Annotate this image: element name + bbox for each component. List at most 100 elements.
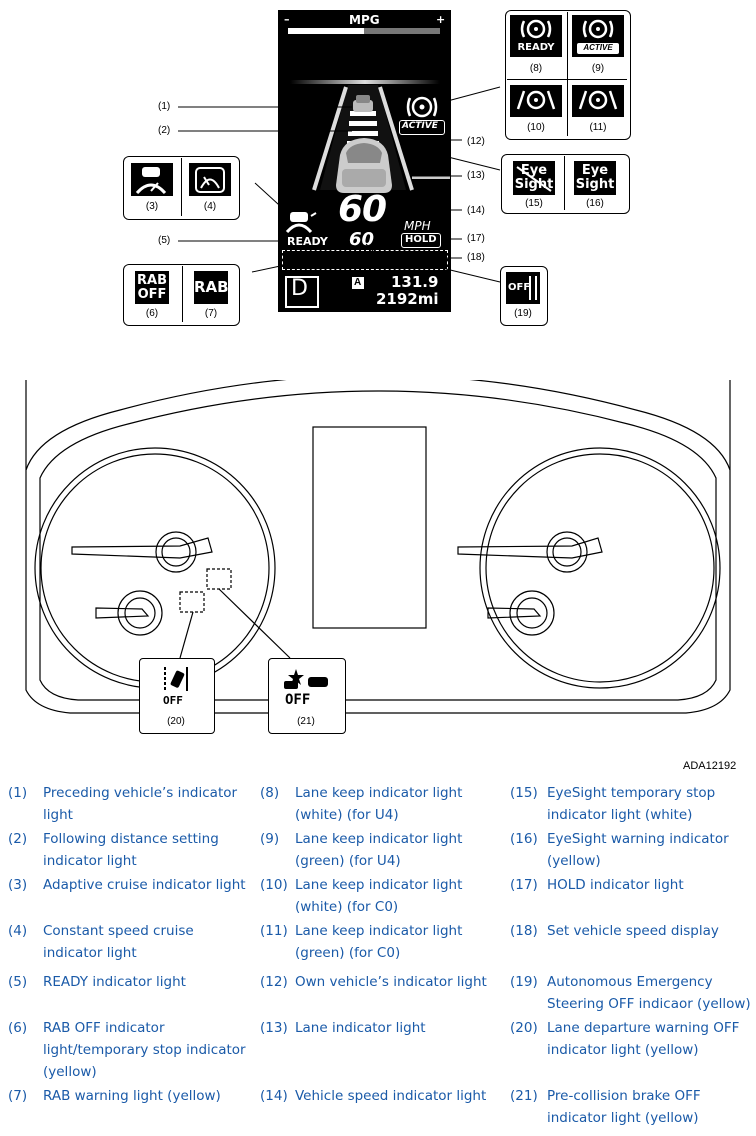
instrument-cluster [25, 380, 731, 714]
warning-info-area [282, 250, 448, 270]
speed-unit: MPH [404, 219, 431, 233]
caption-3: (3) [145, 201, 159, 212]
legend-text: Lane keep indicator light (white) (for C… [295, 877, 463, 915]
mpg-plus: + [436, 13, 446, 26]
mpg-gauge-bar [288, 28, 440, 34]
legend-number: (12) [260, 974, 288, 990]
pre-collision-off-icon [284, 669, 328, 689]
legend-text: Own vehicle’s indicator light [295, 974, 487, 990]
mpg-minus: – [284, 13, 290, 26]
divider [507, 79, 627, 80]
legend-number: (2) [8, 831, 28, 847]
callout-2: (2) [158, 125, 171, 136]
caption-21: (21) [297, 716, 315, 727]
callout-13: (13) [467, 170, 485, 181]
lane-departure-off-icon-box [139, 658, 215, 734]
eyesight-line1: Eye [581, 163, 609, 178]
divider [567, 12, 568, 136]
legend-number: (4) [8, 923, 28, 939]
rab-line1: RAB [137, 273, 167, 288]
caption-20: (20) [167, 716, 185, 727]
legend-number: (6) [8, 1020, 28, 1036]
preceding-vehicle-icon [353, 95, 373, 112]
legend-text: Adaptive cruise indicator light [43, 877, 246, 893]
lane-departure-off-label: OFF [163, 694, 183, 707]
callout-12: (12) [467, 136, 485, 147]
caption-16: (16) [586, 198, 604, 209]
legend-number: (10) [260, 877, 288, 893]
legend-number: (17) [510, 877, 538, 893]
caption-6: (6) [145, 308, 159, 319]
legend-text: Following distance setting indicator lig… [43, 831, 219, 869]
legend-text: READY indicator light [43, 974, 186, 990]
figure-code: ADA12192 [683, 760, 737, 772]
caption-10: (10) [527, 122, 545, 133]
eyesight-line2: Sight [514, 177, 554, 192]
callout-17: (17) [467, 233, 485, 244]
legend-number: (8) [260, 785, 280, 801]
aes-off-label: OFF [508, 282, 531, 293]
active-badge [399, 120, 445, 135]
strike-icon [516, 166, 552, 192]
callout-14: (14) [467, 205, 485, 216]
divider [564, 156, 565, 210]
lane-indicator-line [412, 176, 450, 179]
own-vehicle-icon [336, 138, 392, 193]
legend-number: (13) [260, 1020, 288, 1036]
legend-number: (5) [8, 974, 28, 990]
caption-9: (9) [591, 63, 605, 74]
legend-text: Preceding vehicle’s indicator light [43, 785, 238, 823]
trip-letter: A [354, 277, 362, 288]
lane-keep-active-label: ACTIVE [583, 43, 613, 52]
caption-7: (7) [204, 308, 218, 319]
legend-number: (3) [8, 877, 28, 893]
lane-keep-c0-green-icon [572, 85, 624, 117]
legend-number: (16) [510, 831, 538, 847]
lane-keep-ready-label: READY [517, 42, 555, 53]
legend-text: Autonomous Emergency Steering OFF indica… [547, 974, 751, 1012]
legend-number: (9) [260, 831, 280, 847]
trip-value: 131.9 [391, 273, 439, 291]
legend-number: (15) [510, 785, 538, 801]
legend-number: (21) [510, 1088, 538, 1104]
trip-letter-box [352, 277, 364, 289]
legend-text: Set vehicle speed display [547, 923, 719, 939]
callout-lines [178, 86, 501, 283]
legend-number: (1) [8, 785, 28, 801]
vehicle-speed: 60 [338, 189, 387, 230]
legend-number: (18) [510, 923, 538, 939]
rab-line2: OFF [137, 287, 167, 302]
odometer: 2192mi [376, 290, 439, 308]
divider [181, 158, 182, 216]
gear-indicator: D [291, 276, 308, 301]
hold-label: HOLD [405, 234, 437, 245]
legend-text: Pre-collision brake OFF indicator light … [547, 1088, 701, 1126]
active-label: ACTIVE [402, 121, 438, 131]
legend-number: (19) [510, 974, 538, 990]
aes-off-icon: OFF [506, 272, 540, 304]
lane-keep-c0-white-icon [510, 85, 562, 117]
legend-text: Lane keep indicator light (green) (for U… [295, 831, 463, 869]
rab-off-icon: RAB OFF [135, 271, 169, 304]
gear-box [285, 276, 319, 308]
legend-number: (11) [260, 923, 288, 939]
legend-number: (20) [510, 1020, 538, 1036]
divider [182, 266, 183, 322]
rab-warning-icon: RAB [194, 271, 229, 304]
callout-1: (1) [158, 101, 171, 112]
set-speed: 60 [349, 229, 375, 250]
eyesight-warning-icon: Eye Sight [574, 161, 616, 195]
legend-text: Lane keep indicator light (white) (for U… [295, 785, 463, 823]
mpg-gauge-fill [288, 28, 364, 34]
legend-text: Vehicle speed indicator light [295, 1088, 487, 1104]
callout-18: (18) [467, 252, 485, 263]
legend-number: (14) [260, 1088, 288, 1104]
callout-5: (5) [158, 235, 171, 246]
pre-collision-off-label: OFF [285, 692, 311, 708]
legend-text: HOLD indicator light [547, 877, 684, 893]
caption-4: (4) [203, 201, 217, 212]
adaptive-cruise-indicator-icon [131, 163, 173, 196]
legend-text: EyeSight warning indicator (yellow) [547, 831, 729, 869]
lane-keep-ready-icon [510, 15, 562, 57]
legend-text: RAB warning light (yellow) [43, 1088, 221, 1104]
